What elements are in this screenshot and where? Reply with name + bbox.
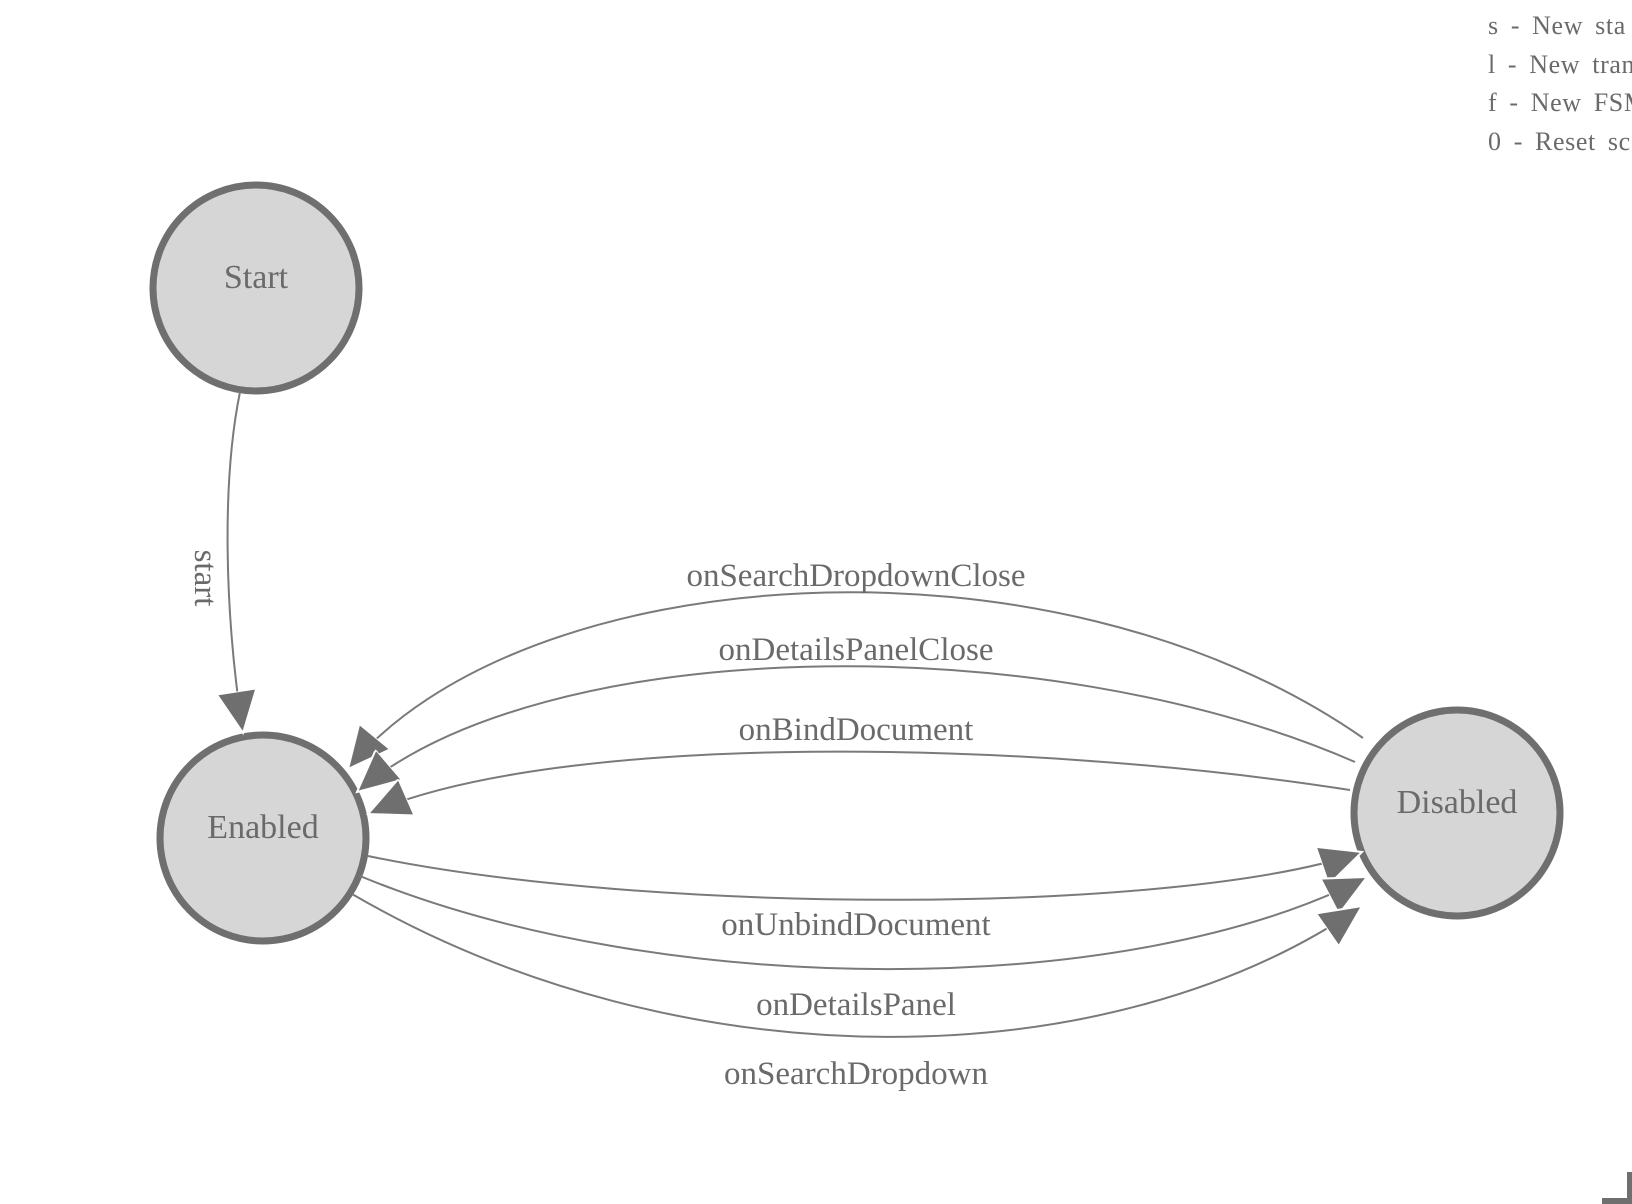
state-label-disabled[interactable]: Disabled bbox=[1397, 784, 1518, 821]
state-node-start[interactable] bbox=[149, 181, 363, 395]
hotkey-legend-line: l - New tran bbox=[1488, 49, 1632, 79]
transition-edge-start[interactable] bbox=[228, 391, 243, 733]
hotkey-legend-line: s - New sta bbox=[1488, 11, 1626, 40]
transition-edge-onDetailsPanelClose[interactable] bbox=[357, 665, 1356, 792]
hotkey-legend-line: f - New FSM bbox=[1488, 88, 1632, 117]
state-node-enabled[interactable] bbox=[156, 731, 370, 945]
hotkey-legend: s - New sta l - New tran f - New FSM 0 -… bbox=[1488, 7, 1632, 161]
cropped-panel-corner bbox=[1602, 1198, 1632, 1204]
transition-label[interactable]: onBindDocument bbox=[739, 712, 974, 748]
transition-edge-onSearchDropdown[interactable] bbox=[351, 893, 1362, 1038]
transition-label[interactable]: onDetailsPanel bbox=[756, 987, 956, 1023]
transition-edge-onUnbindDocument[interactable] bbox=[367, 852, 1362, 901]
transition-edge-onDetailsPanel[interactable] bbox=[359, 875, 1367, 971]
transition-label[interactable]: onSearchDropdownClose bbox=[686, 558, 1025, 594]
transition-label[interactable]: onSearchDropdown bbox=[724, 1056, 988, 1092]
state-label-enabled[interactable]: Enabled bbox=[207, 809, 318, 846]
transition-edge-onSearchDropdownClose[interactable] bbox=[348, 591, 1364, 769]
cropped-panel-corner bbox=[1627, 1172, 1632, 1204]
transition-label[interactable]: onUnbindDocument bbox=[721, 907, 990, 943]
transition-edge-onBindDocument[interactable] bbox=[368, 750, 1351, 814]
transition-label[interactable]: start bbox=[187, 550, 223, 607]
state-node-disabled[interactable] bbox=[1350, 706, 1564, 920]
state-label-start[interactable]: Start bbox=[224, 259, 289, 296]
transition-label[interactable]: onDetailsPanelClose bbox=[719, 632, 994, 668]
hotkey-legend-line: 0 - Reset sc bbox=[1488, 126, 1631, 156]
